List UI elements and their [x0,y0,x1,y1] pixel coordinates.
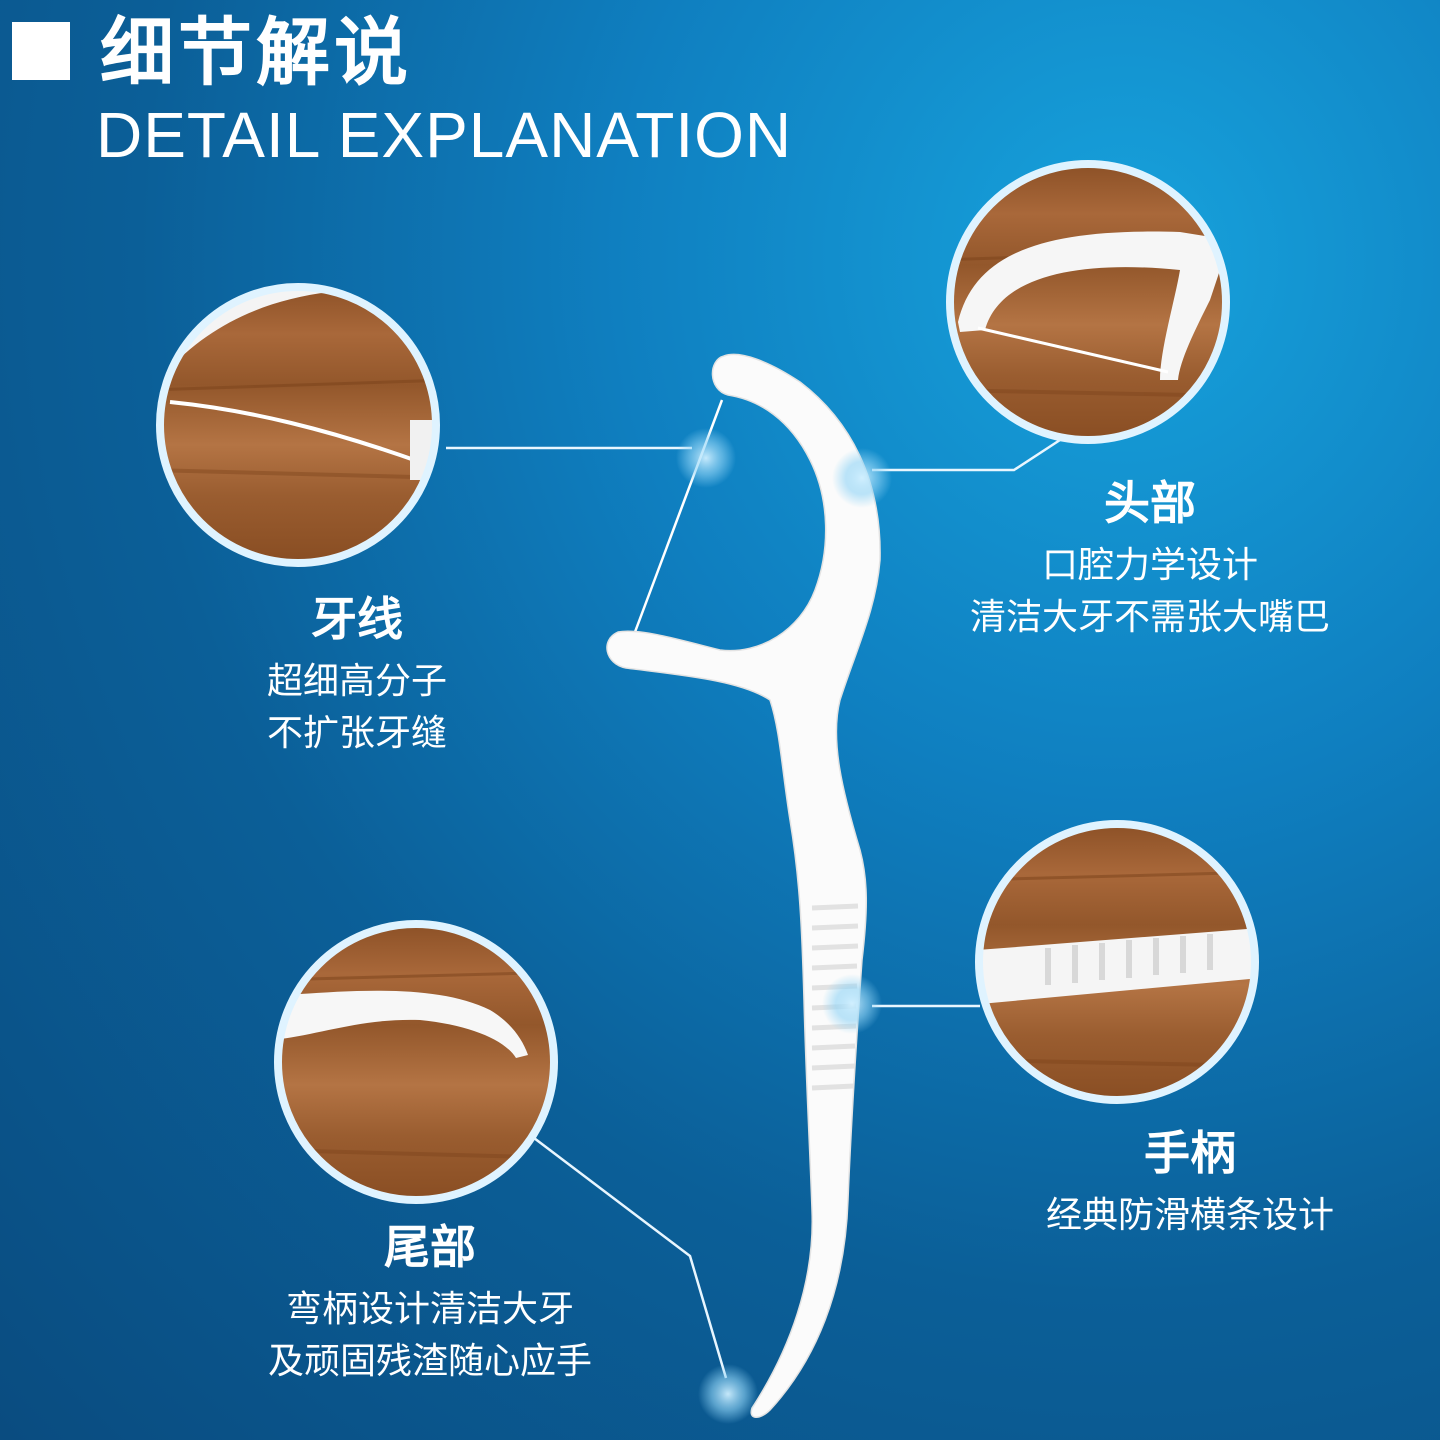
detail-label-handle: 手柄 经典防滑横条设计 [1046,1124,1334,1242]
zoom-circle-handle [975,820,1259,1104]
detail-line: 经典防滑横条设计 [1045,1195,1335,1236]
zoom-circle-floss [156,283,440,567]
floss-pick [606,353,881,1418]
detail-line: 弯柄设计清洁大牙 [285,1289,575,1330]
detail-label-tail: 尾部 弯柄设计清洁大牙 及顽固残渣随心应手 [268,1218,592,1388]
leader-lines [446,438,1061,1379]
detail-label-floss: 牙线 超细高分子 不扩张牙缝 [267,590,447,760]
zoom-circle-tail [274,920,558,1204]
detail-line: 不扩张牙缝 [266,713,448,754]
page-title: 细节解说 [100,10,412,96]
zoom-circle-head [946,160,1230,444]
detail-title: 尾部 [383,1220,476,1274]
detail-title: 牙线 [310,592,403,646]
detail-title: 头部 [1103,476,1196,530]
detail-line: 清洁大牙不需张大嘴巴 [969,597,1331,638]
detail-line: 及顽固残渣随心应手 [267,1341,593,1382]
detail-title: 手柄 [1143,1126,1236,1180]
detail-label-head: 头部 口腔力学设计 清洁大牙不需张大嘴巴 [970,474,1330,644]
detail-line: 口腔力学设计 [1041,545,1259,586]
detail-line: 超细高分子 [266,661,448,702]
page-subtitle: DETAIL EXPLANATION [96,99,793,171]
hotspots [676,428,892,1424]
header-square-icon [12,22,70,80]
